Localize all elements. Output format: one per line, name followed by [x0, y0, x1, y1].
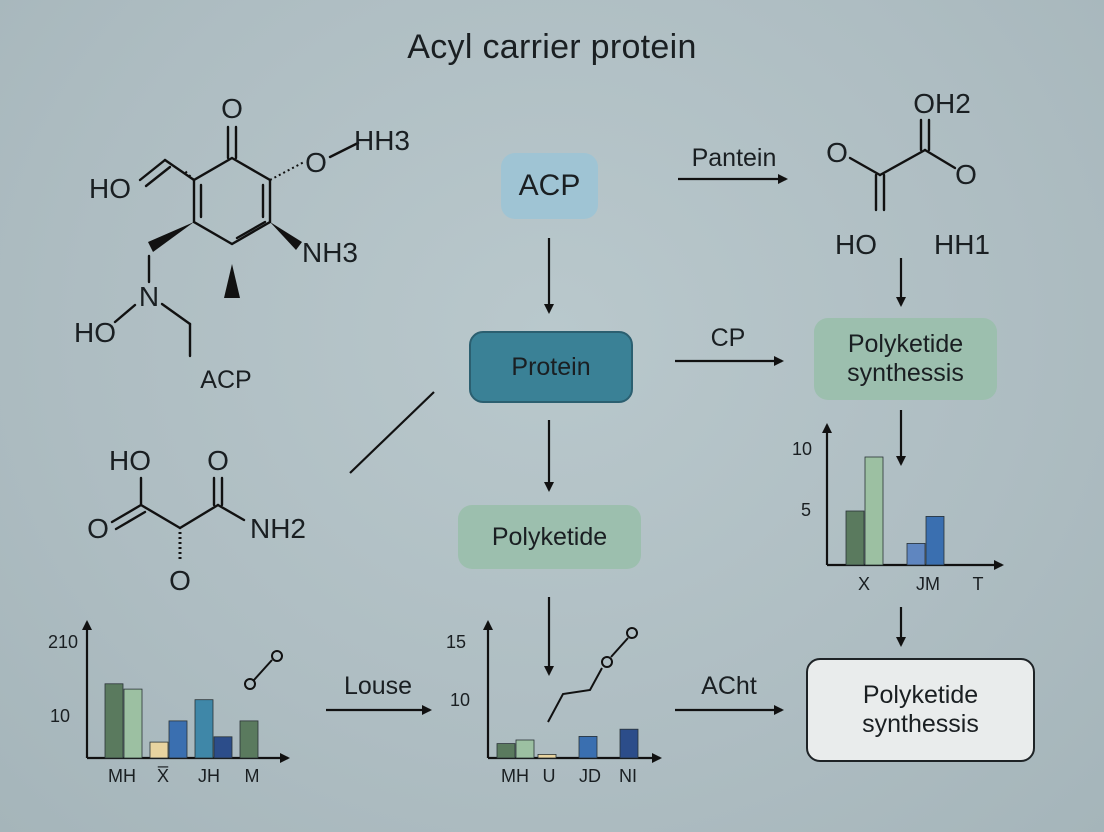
- molecule-2-structure: OH2 O O HO HH1: [826, 88, 990, 260]
- chart-1-bar-mh-2: [123, 688, 143, 759]
- mol3-o-left: O: [87, 513, 109, 544]
- mol1-n: N: [139, 281, 159, 312]
- chart-3-x-tick-label: X: [858, 574, 870, 594]
- chart-1-x-tick-label: MH: [108, 766, 136, 786]
- mol1-ho-left: HO: [89, 173, 131, 204]
- mol3-ho: HO: [109, 445, 151, 476]
- chart-1-x-tick-label: X̅: [157, 766, 169, 786]
- chart-2-bar-jd-1: [578, 736, 598, 759]
- mol2-o-left: O: [826, 137, 848, 168]
- mol3-o-top: O: [207, 445, 229, 476]
- chart-2-y-tick-top: 15: [446, 632, 466, 652]
- chart-2-bar-mh-1: [496, 743, 516, 759]
- arrow-label-acht: ACht: [701, 672, 757, 700]
- mol2-oh2: OH2: [913, 88, 971, 119]
- polyketide-node: Polyketide: [458, 505, 641, 569]
- chart-3-bar-x-2: [864, 456, 884, 566]
- chart-1-bar-jh-2: [213, 736, 233, 759]
- protein-node: Protein: [469, 331, 633, 403]
- chart-1-x-tick-label: JH: [198, 766, 220, 786]
- diagonal-connector: [349, 391, 435, 474]
- bar-chart-2: 15 10 MH U JD NI: [446, 620, 662, 786]
- mol3-o-bottom: O: [169, 565, 191, 596]
- chart-1-y-tick-mid: 10: [50, 706, 70, 726]
- mol1-hh3: HH3: [354, 125, 410, 156]
- mol1-acp: ACP: [200, 366, 251, 394]
- mol3-nh2: NH2: [250, 513, 306, 544]
- flow-arrows: [326, 174, 906, 715]
- chart-3-bar-x-1: [845, 510, 865, 566]
- polyketide-synthesis-node-1-label: Polyketide synthessis: [847, 330, 964, 387]
- molecule-1-structure: O HO O HH3 NH3 N HO ACP: [74, 93, 410, 394]
- arrow-label-cp: CP: [711, 324, 746, 352]
- chart-1-bar-x-2: [168, 720, 188, 759]
- chart-2-x-tick-label: JD: [579, 766, 601, 786]
- chart-3-y-tick-mid: 5: [801, 500, 811, 520]
- chart-1-bar-jh-1: [194, 699, 214, 759]
- chart-2-x-tick-label: U: [543, 766, 556, 786]
- mol1-o-top: O: [221, 93, 243, 124]
- polyketide-synthesis-node-2-label: Polyketide synthessis: [862, 681, 979, 738]
- protein-node-label: Protein: [511, 352, 591, 381]
- chart-2-bar-u-1: [537, 754, 557, 759]
- chart-1-y-tick-top: 210: [48, 632, 78, 652]
- chart-3-bar-jm-1: [906, 543, 926, 566]
- chart-3-x-tick-label: T: [973, 574, 984, 594]
- mol1-o-right: O: [305, 147, 327, 178]
- chart-2-decoration: [547, 627, 638, 723]
- chart-1-bar-m-1: [239, 720, 259, 759]
- chart-2-bar-mh-2: [515, 739, 535, 759]
- mol1-nh3: NH3: [302, 237, 358, 268]
- chart-2-x-tick-label: NI: [619, 766, 637, 786]
- chart-1-x-tick-label: M: [245, 766, 260, 786]
- mol2-hh1: HH1: [934, 229, 990, 260]
- chart-1-decoration: [244, 650, 283, 690]
- chart-1-bar-mh-1: [104, 683, 124, 759]
- bar-chart-3: 10 5 X JM T: [792, 423, 1004, 594]
- acp-node-label: ACP: [518, 168, 581, 202]
- page-title: Acyl carrier protein: [407, 28, 697, 66]
- arrow-label-pantein: Pantein: [692, 144, 777, 172]
- chart-3-x-tick-label: JM: [916, 574, 940, 594]
- polyketide-synthesis-node-1: Polyketide synthessis: [814, 318, 997, 400]
- mol1-ho-n: HO: [74, 317, 116, 348]
- chart-1-bar-x-1: [149, 741, 169, 759]
- polyketide-synthesis-node-2: Polyketide synthessis: [806, 658, 1035, 762]
- mol2-ho: HO: [835, 229, 877, 260]
- chart-2-y-tick-mid: 10: [450, 690, 470, 710]
- acp-node: ACP: [501, 153, 598, 219]
- mol2-o-right: O: [955, 159, 977, 190]
- chart-3-bar-jm-2: [925, 516, 945, 566]
- polyketide-node-label: Polyketide: [491, 522, 608, 551]
- bar-chart-1: 210 10 MH X̅ JH M: [48, 620, 290, 786]
- chart-3-y-tick-top: 10: [792, 439, 812, 459]
- chart-2-bar-ni-1: [619, 728, 639, 759]
- arrow-label-louse: Louse: [344, 672, 412, 700]
- chart-2-x-tick-label: MH: [501, 766, 529, 786]
- molecule-3-structure: HO O O NH2 O: [87, 445, 306, 596]
